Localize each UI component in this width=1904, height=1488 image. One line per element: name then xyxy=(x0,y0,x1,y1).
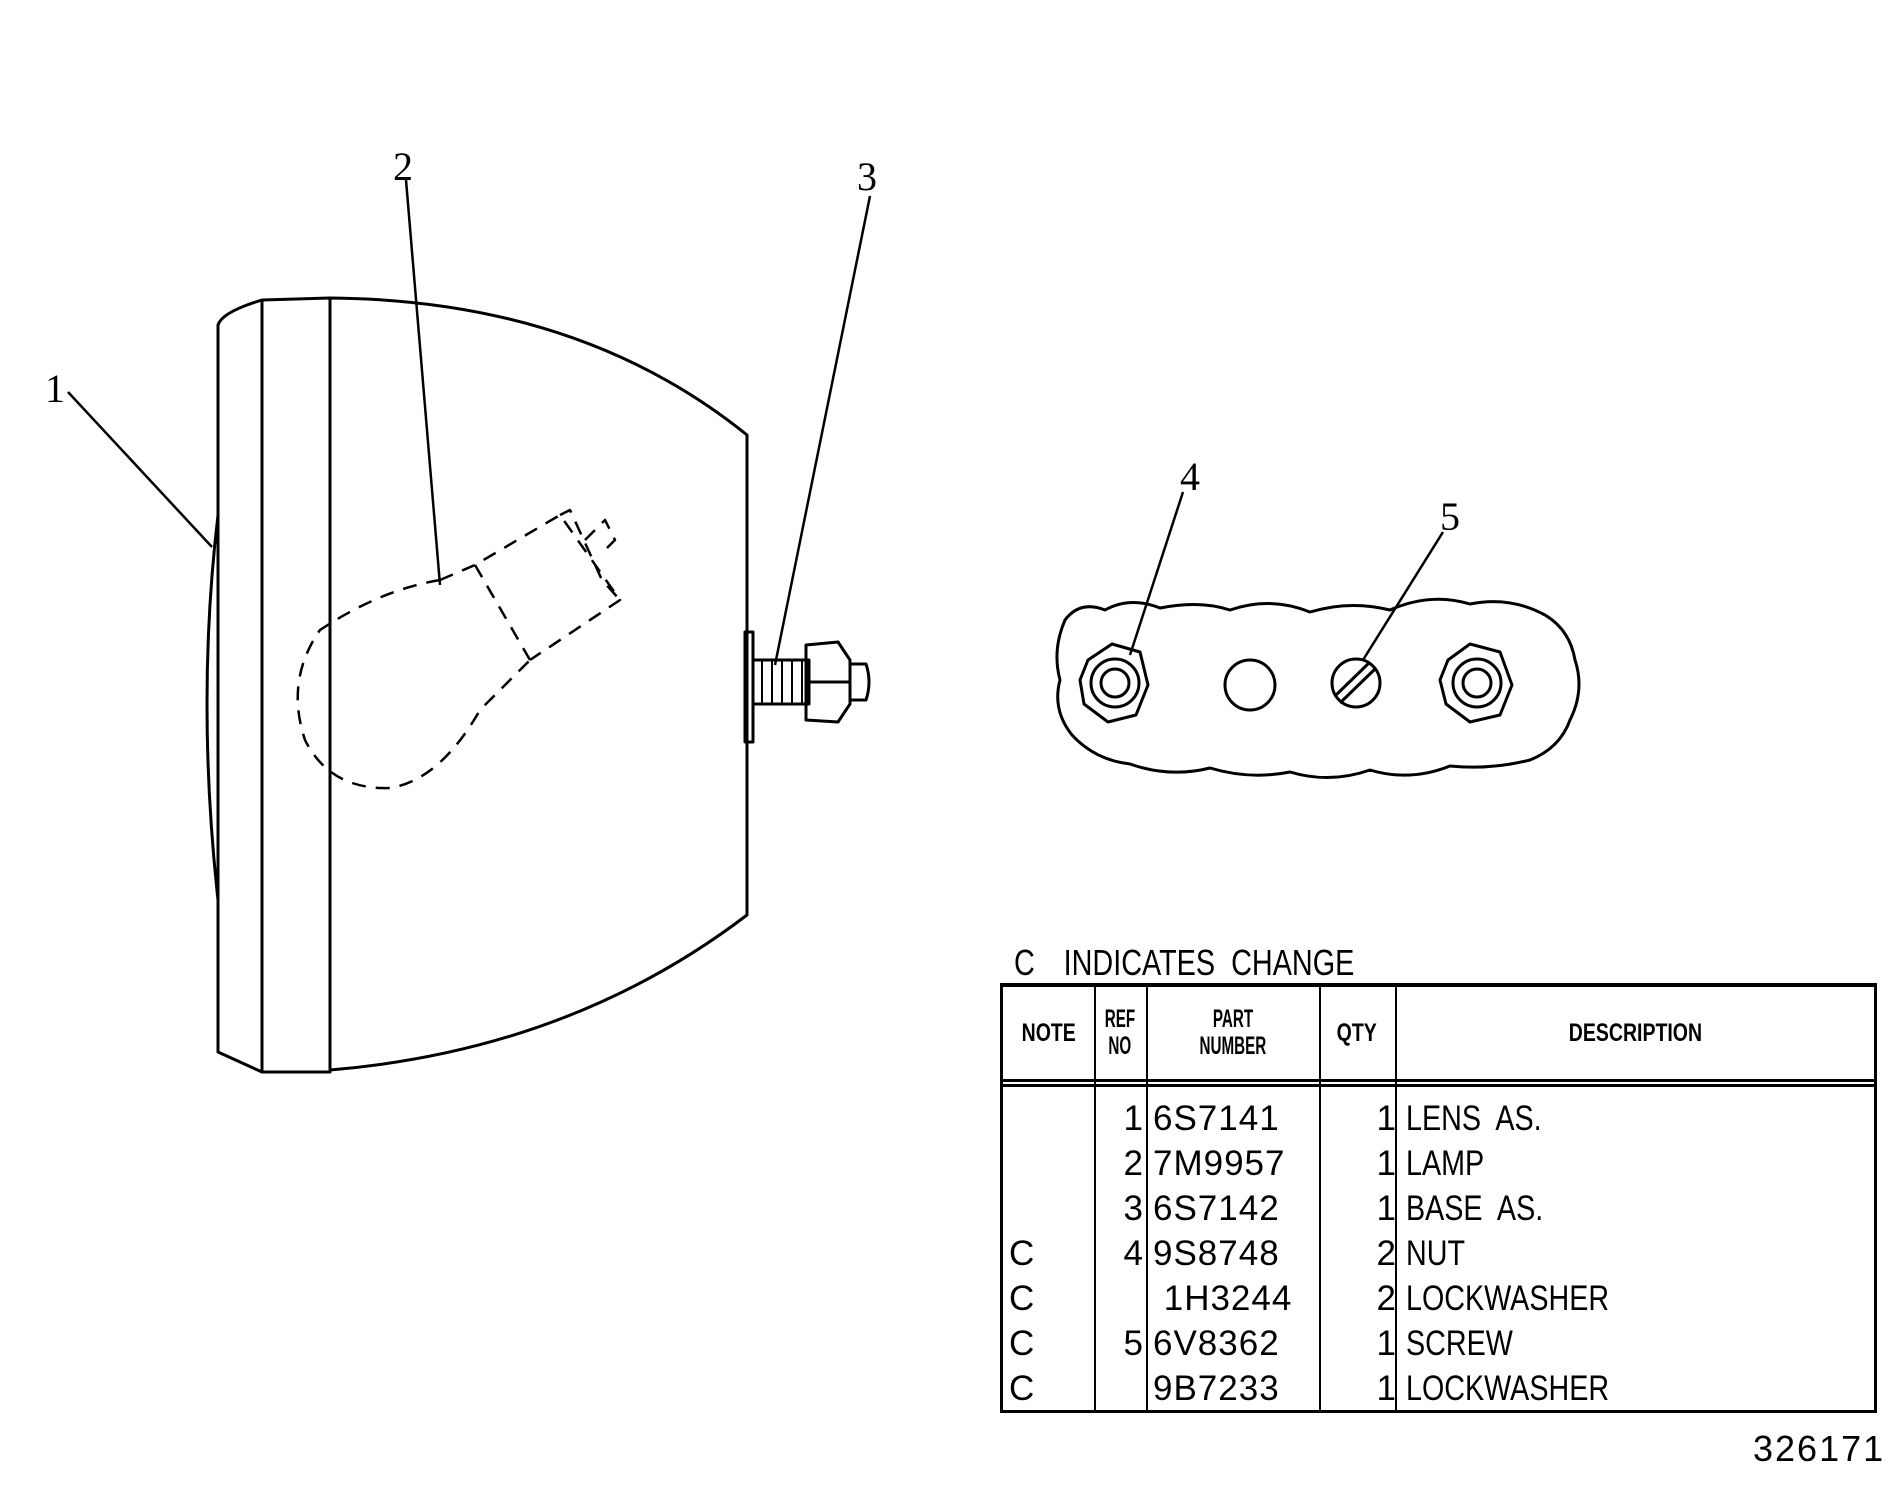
col-divider xyxy=(1094,987,1096,1410)
part-number-cell: 9B7233 xyxy=(1153,1369,1280,1408)
qty-cell: 1 xyxy=(1376,1189,1396,1228)
qty-cell: 1 xyxy=(1376,1099,1396,1138)
part-number-cell: 6V8362 xyxy=(1153,1324,1280,1363)
description-cell: LOCKWASHER xyxy=(1406,1279,1610,1318)
col-divider xyxy=(1319,987,1321,1410)
table-row: 3 6S7142 1 BASE AS. xyxy=(1003,1187,1874,1231)
table-row: C 4 9S8748 2 NUT xyxy=(1003,1232,1874,1276)
description-cell: LENS AS. xyxy=(1406,1099,1542,1138)
base-section xyxy=(1055,597,1581,779)
description-cell: LOCKWASHER xyxy=(1406,1369,1610,1408)
table-row: C 1H3244 2 LOCKWASHER xyxy=(1003,1277,1874,1321)
mounting-stud xyxy=(751,640,871,724)
description-cell: SCREW xyxy=(1406,1324,1513,1363)
description-cell: NUT xyxy=(1406,1234,1465,1273)
qty-cell: 1 xyxy=(1376,1144,1396,1183)
note-cell: C xyxy=(1009,1234,1035,1273)
header-qty: QTY xyxy=(1336,1018,1378,1047)
description-cell: LAMP xyxy=(1406,1144,1485,1183)
callout-5: 5 xyxy=(1440,494,1460,539)
ref-no-cell: 1 xyxy=(1123,1099,1143,1138)
description-cell: BASE AS. xyxy=(1406,1189,1544,1228)
table-header xyxy=(1003,987,1874,1082)
housing-body xyxy=(328,296,749,1072)
col-divider xyxy=(1146,987,1148,1410)
qty-cell: 2 xyxy=(1376,1279,1396,1318)
lens-ring xyxy=(216,296,332,1074)
callout-4: 4 xyxy=(1180,454,1200,499)
callout-1: 1 xyxy=(45,366,65,411)
part-number-cell: 6S7142 xyxy=(1153,1189,1280,1228)
col-divider xyxy=(1395,987,1397,1410)
note-cell: C xyxy=(1009,1324,1035,1363)
nut-left xyxy=(1078,642,1150,724)
qty-cell: 2 xyxy=(1376,1234,1396,1273)
callout-2: 2 xyxy=(393,144,413,189)
table-row: C 9B7233 1 LOCKWASHER xyxy=(1003,1367,1874,1411)
table-header-rule xyxy=(1003,1084,1874,1087)
qty-cell: 1 xyxy=(1376,1369,1396,1408)
header-description: DESCRIPTION xyxy=(1568,1018,1702,1047)
legend-code: C xyxy=(1014,942,1035,983)
part-number-cell: 1H3244 xyxy=(1153,1279,1293,1318)
note-cell: C xyxy=(1009,1279,1035,1318)
lens-face xyxy=(205,514,220,901)
change-legend: C INDICATES CHANGE xyxy=(998,900,1354,984)
ref-no-cell: 5 xyxy=(1123,1324,1143,1363)
figure-number: 326171 xyxy=(1753,1428,1886,1469)
nut-right xyxy=(1438,642,1514,724)
table-row: 1 6S7141 1 LENS AS. xyxy=(1003,1097,1874,1141)
part-number-cell: 7M9957 xyxy=(1153,1144,1286,1183)
ref-no-cell xyxy=(1089,1277,1143,1321)
ref-no-cell: 2 xyxy=(1123,1144,1143,1183)
bulb-hidden xyxy=(296,508,622,790)
note-cell xyxy=(1009,1187,1089,1231)
note-cell xyxy=(1009,1097,1089,1141)
part-number-cell: 9S8748 xyxy=(1153,1234,1280,1273)
open-hole xyxy=(1223,658,1277,712)
screw-head xyxy=(1330,657,1382,709)
note-cell xyxy=(1009,1142,1089,1186)
note-cell: C xyxy=(1009,1369,1035,1408)
callout-3: 3 xyxy=(857,154,877,199)
header-note: NOTE xyxy=(1021,1018,1076,1047)
table-row: 2 7M9957 1 LAMP xyxy=(1003,1142,1874,1186)
ref-no-cell xyxy=(1089,1367,1143,1411)
ref-no-cell: 4 xyxy=(1123,1234,1143,1273)
legend-text: INDICATES CHANGE xyxy=(1063,942,1355,983)
table-row: C 5 6V8362 1 SCREW xyxy=(1003,1322,1874,1366)
part-number-cell: 6S7141 xyxy=(1153,1099,1280,1138)
ref-no-cell: 3 xyxy=(1123,1189,1143,1228)
qty-cell: 1 xyxy=(1376,1324,1396,1363)
